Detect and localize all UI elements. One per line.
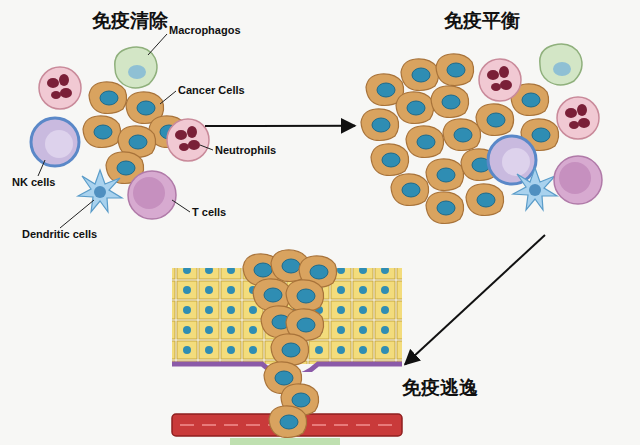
neutrophil	[39, 67, 81, 109]
neutrophil	[167, 119, 209, 161]
neutrophil	[479, 59, 521, 101]
cancer-cell	[443, 119, 481, 151]
tissue	[230, 438, 340, 445]
cancer-cell	[269, 406, 307, 438]
leader-line	[200, 145, 213, 150]
neutrophil	[557, 97, 599, 139]
cancer-cell	[426, 192, 464, 224]
t-cell	[128, 171, 176, 219]
leader-line	[160, 91, 176, 104]
cancer-cell	[253, 279, 291, 311]
flow-arrow	[405, 235, 545, 364]
t-cell	[554, 156, 602, 204]
cancer-cell	[406, 126, 444, 158]
cancer-cell	[396, 92, 434, 124]
cancer-cell	[361, 109, 399, 141]
cancer-cell	[286, 280, 324, 312]
cancer-cell	[466, 184, 504, 216]
dendritic-cell	[78, 170, 122, 212]
leader-line	[38, 160, 45, 176]
cell-label: Cancer Cells	[178, 84, 245, 96]
cancer-cell	[89, 82, 127, 114]
cell-label: NK cells	[12, 176, 55, 188]
stage-heading: 免疫清除	[80, 8, 180, 34]
stage-panel: 免疫平衡	[355, 40, 610, 235]
stage-panel: 免疫逃逸	[165, 262, 405, 445]
nk-cell	[31, 118, 79, 166]
cell-label: Macrophagos	[169, 24, 241, 36]
leader-line	[60, 200, 94, 228]
leader-line	[172, 200, 190, 212]
dendritic-cell	[513, 168, 557, 210]
leader-line	[148, 34, 167, 55]
cancer-cell	[371, 144, 409, 176]
cell-label: T cells	[192, 206, 226, 218]
macrophage	[115, 47, 157, 88]
cancer-cell	[401, 59, 439, 91]
cancer-cell	[83, 116, 121, 148]
cancer-cell	[271, 334, 309, 366]
macrophage	[540, 44, 582, 85]
cancer-cell	[431, 86, 469, 118]
cancer-cell	[391, 174, 429, 206]
nk-cell	[488, 136, 536, 184]
stage-panel: 免疫清除	[10, 40, 205, 245]
cancer-cell	[426, 159, 464, 191]
cell-label: Dendritic cells	[22, 228, 97, 240]
cell-label: Neutrophils	[215, 144, 276, 156]
flow-arrow	[205, 125, 355, 127]
stage-heading: 免疫逃逸	[390, 375, 490, 401]
cancer-cell	[436, 54, 474, 86]
cancer-cell	[476, 104, 514, 136]
stage-heading: 免疫平衡	[432, 8, 532, 34]
